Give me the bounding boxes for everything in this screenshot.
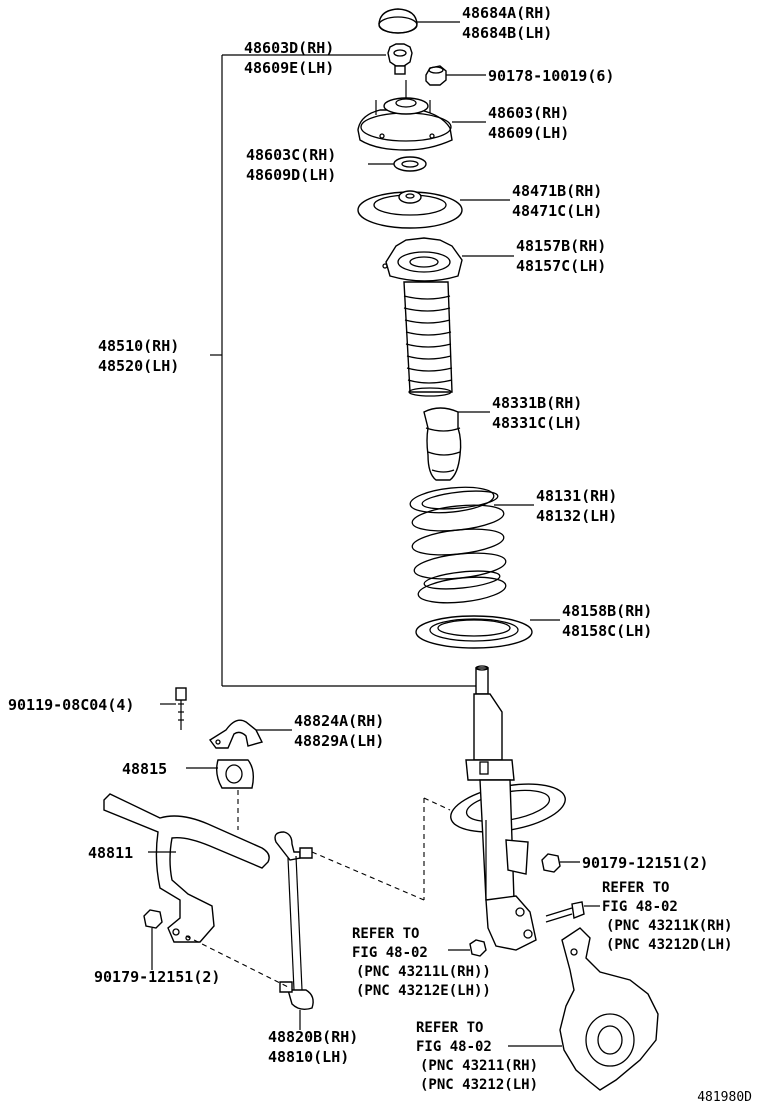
label-48510: 48510(RH) 48520(LH) [98, 337, 179, 375]
bolt-90119 [175, 687, 187, 730]
spring-insulator-48157 [382, 237, 463, 282]
nut-90178 [425, 65, 447, 86]
svg-text:48609E(LH): 48609E(LH) [244, 59, 334, 77]
label-48820: 48820B(RH) 48810(LH) [268, 1028, 358, 1066]
label-48603C: 48603C(RH) 48609D(LH) [246, 146, 336, 184]
dust-cap-48684 [378, 8, 418, 34]
reference-fig-48-02-nut: REFER TO FIG 48-02 (PNC 43211L(RH)) (PNC… [352, 926, 491, 999]
label-90119: 90119-08C04(4) [8, 696, 134, 714]
svg-text:48815: 48815 [122, 760, 167, 778]
svg-text:48829A(LH): 48829A(LH) [294, 732, 384, 750]
nut-90179-right [541, 853, 561, 873]
steering-knuckle [559, 927, 659, 1091]
nut-reference-small [469, 939, 487, 957]
svg-text:48157B(RH): 48157B(RH) [516, 237, 606, 255]
shock-absorber-strut [450, 665, 566, 951]
label-48815: 48815 [122, 760, 167, 778]
leader-lines [148, 21, 600, 1047]
svg-text:48684B(LH): 48684B(LH) [462, 24, 552, 42]
label-48331: 48331B(RH) 48331C(LH) [492, 394, 582, 432]
svg-text:90179-12151(2): 90179-12151(2) [582, 854, 708, 872]
svg-text:REFER TO: REFER TO [352, 926, 419, 942]
svg-text:FIG 48-02: FIG 48-02 [602, 899, 678, 915]
svg-text:FIG 48-02: FIG 48-02 [416, 1039, 492, 1055]
svg-text:48471B(RH): 48471B(RH) [512, 182, 602, 200]
svg-text:48609D(LH): 48609D(LH) [246, 166, 336, 184]
label-48131: 48131(RH) 48132(LH) [536, 487, 617, 525]
svg-text:48158B(RH): 48158B(RH) [562, 602, 652, 620]
svg-text:48824A(RH): 48824A(RH) [294, 712, 384, 730]
svg-text:48603(RH): 48603(RH) [488, 104, 569, 122]
svg-text:48132(LH): 48132(LH) [536, 507, 617, 525]
svg-text:(PNC 43212D(LH): (PNC 43212D(LH) [606, 937, 732, 953]
svg-text:48603C(RH): 48603C(RH) [246, 146, 336, 164]
svg-text:48158C(LH): 48158C(LH) [562, 622, 652, 640]
svg-text:48331B(RH): 48331B(RH) [492, 394, 582, 412]
svg-text:48157C(LH): 48157C(LH) [516, 257, 606, 275]
svg-text:48811: 48811 [88, 844, 133, 862]
svg-text:(PNC 43212E(LH)): (PNC 43212E(LH)) [356, 983, 491, 999]
washer-48603C [393, 156, 427, 172]
svg-text:90178-10019(6): 90178-10019(6) [488, 67, 614, 85]
svg-text:48609(LH): 48609(LH) [488, 124, 569, 142]
svg-text:FIG 48-02: FIG 48-02 [352, 945, 428, 961]
svg-text:90179-12151(2): 90179-12151(2) [94, 968, 220, 986]
stabilizer-link-48820 [274, 831, 314, 1011]
reference-fig-48-02-knuckle-bolt: REFER TO FIG 48-02 (PNC 43211K(RH) (PNC … [602, 880, 732, 953]
label-48603D: 48603D(RH) 48609E(LH) [244, 39, 334, 77]
lock-nut-48603D [387, 43, 413, 75]
bump-stopper-48331 [423, 407, 462, 481]
coil-spring-48131 [409, 486, 507, 604]
label-48811: 48811 [88, 844, 133, 862]
dust-boot-48157 [403, 281, 453, 397]
svg-text:(PNC 43212(LH): (PNC 43212(LH) [420, 1077, 538, 1093]
label-48471: 48471B(RH) 48471C(LH) [512, 182, 602, 220]
svg-text:48510(RH): 48510(RH) [98, 337, 179, 355]
svg-text:REFER TO: REFER TO [602, 880, 669, 896]
svg-text:(PNC 43211K(RH): (PNC 43211K(RH) [606, 918, 732, 934]
label-48824: 48824A(RH) 48829A(LH) [294, 712, 384, 750]
svg-text:REFER TO: REFER TO [416, 1020, 483, 1036]
label-90178: 90178-10019(6) [488, 67, 614, 85]
label-90179-right: 90179-12151(2) [582, 854, 708, 872]
upper-support-48603 [357, 80, 453, 151]
stabilizer-bushing-48815 [215, 759, 255, 789]
stabilizer-bar-48811 [103, 793, 270, 943]
label-48158: 48158B(RH) 48158C(LH) [562, 602, 652, 640]
svg-text:48471C(LH): 48471C(LH) [512, 202, 602, 220]
dashed-assembly-lines [185, 790, 451, 989]
label-48684: 48684A(RH) 48684B(LH) [462, 4, 552, 42]
svg-text:(PNC 43211(RH): (PNC 43211(RH) [420, 1058, 538, 1074]
label-48603: 48603(RH) 48609(LH) [488, 104, 569, 142]
nut-90179-left [143, 909, 163, 929]
reference-fig-48-02-knuckle: REFER TO FIG 48-02 (PNC 43211(RH) (PNC 4… [416, 1020, 538, 1093]
spring-upper-seat-48471 [357, 190, 463, 229]
svg-text:90119-08C04(4): 90119-08C04(4) [8, 696, 134, 714]
stabilizer-bracket-48824 [208, 719, 264, 749]
svg-text:48520(LH): 48520(LH) [98, 357, 179, 375]
label-90179-left: 90179-12151(2) [94, 968, 220, 986]
svg-text:48810(LH): 48810(LH) [268, 1048, 349, 1066]
svg-text:48331C(LH): 48331C(LH) [492, 414, 582, 432]
label-48157: 48157B(RH) 48157C(LH) [516, 237, 606, 275]
svg-text:48820B(RH): 48820B(RH) [268, 1028, 358, 1046]
svg-text:48684A(RH): 48684A(RH) [462, 4, 552, 22]
lower-insulator-48158 [415, 615, 533, 649]
svg-text:48603D(RH): 48603D(RH) [244, 39, 334, 57]
svg-text:48131(RH): 48131(RH) [536, 487, 617, 505]
diagram-code: 481980D [697, 1090, 752, 1105]
svg-text:(PNC 43211L(RH)): (PNC 43211L(RH)) [356, 964, 491, 980]
bolt-refer-fig [545, 901, 585, 923]
